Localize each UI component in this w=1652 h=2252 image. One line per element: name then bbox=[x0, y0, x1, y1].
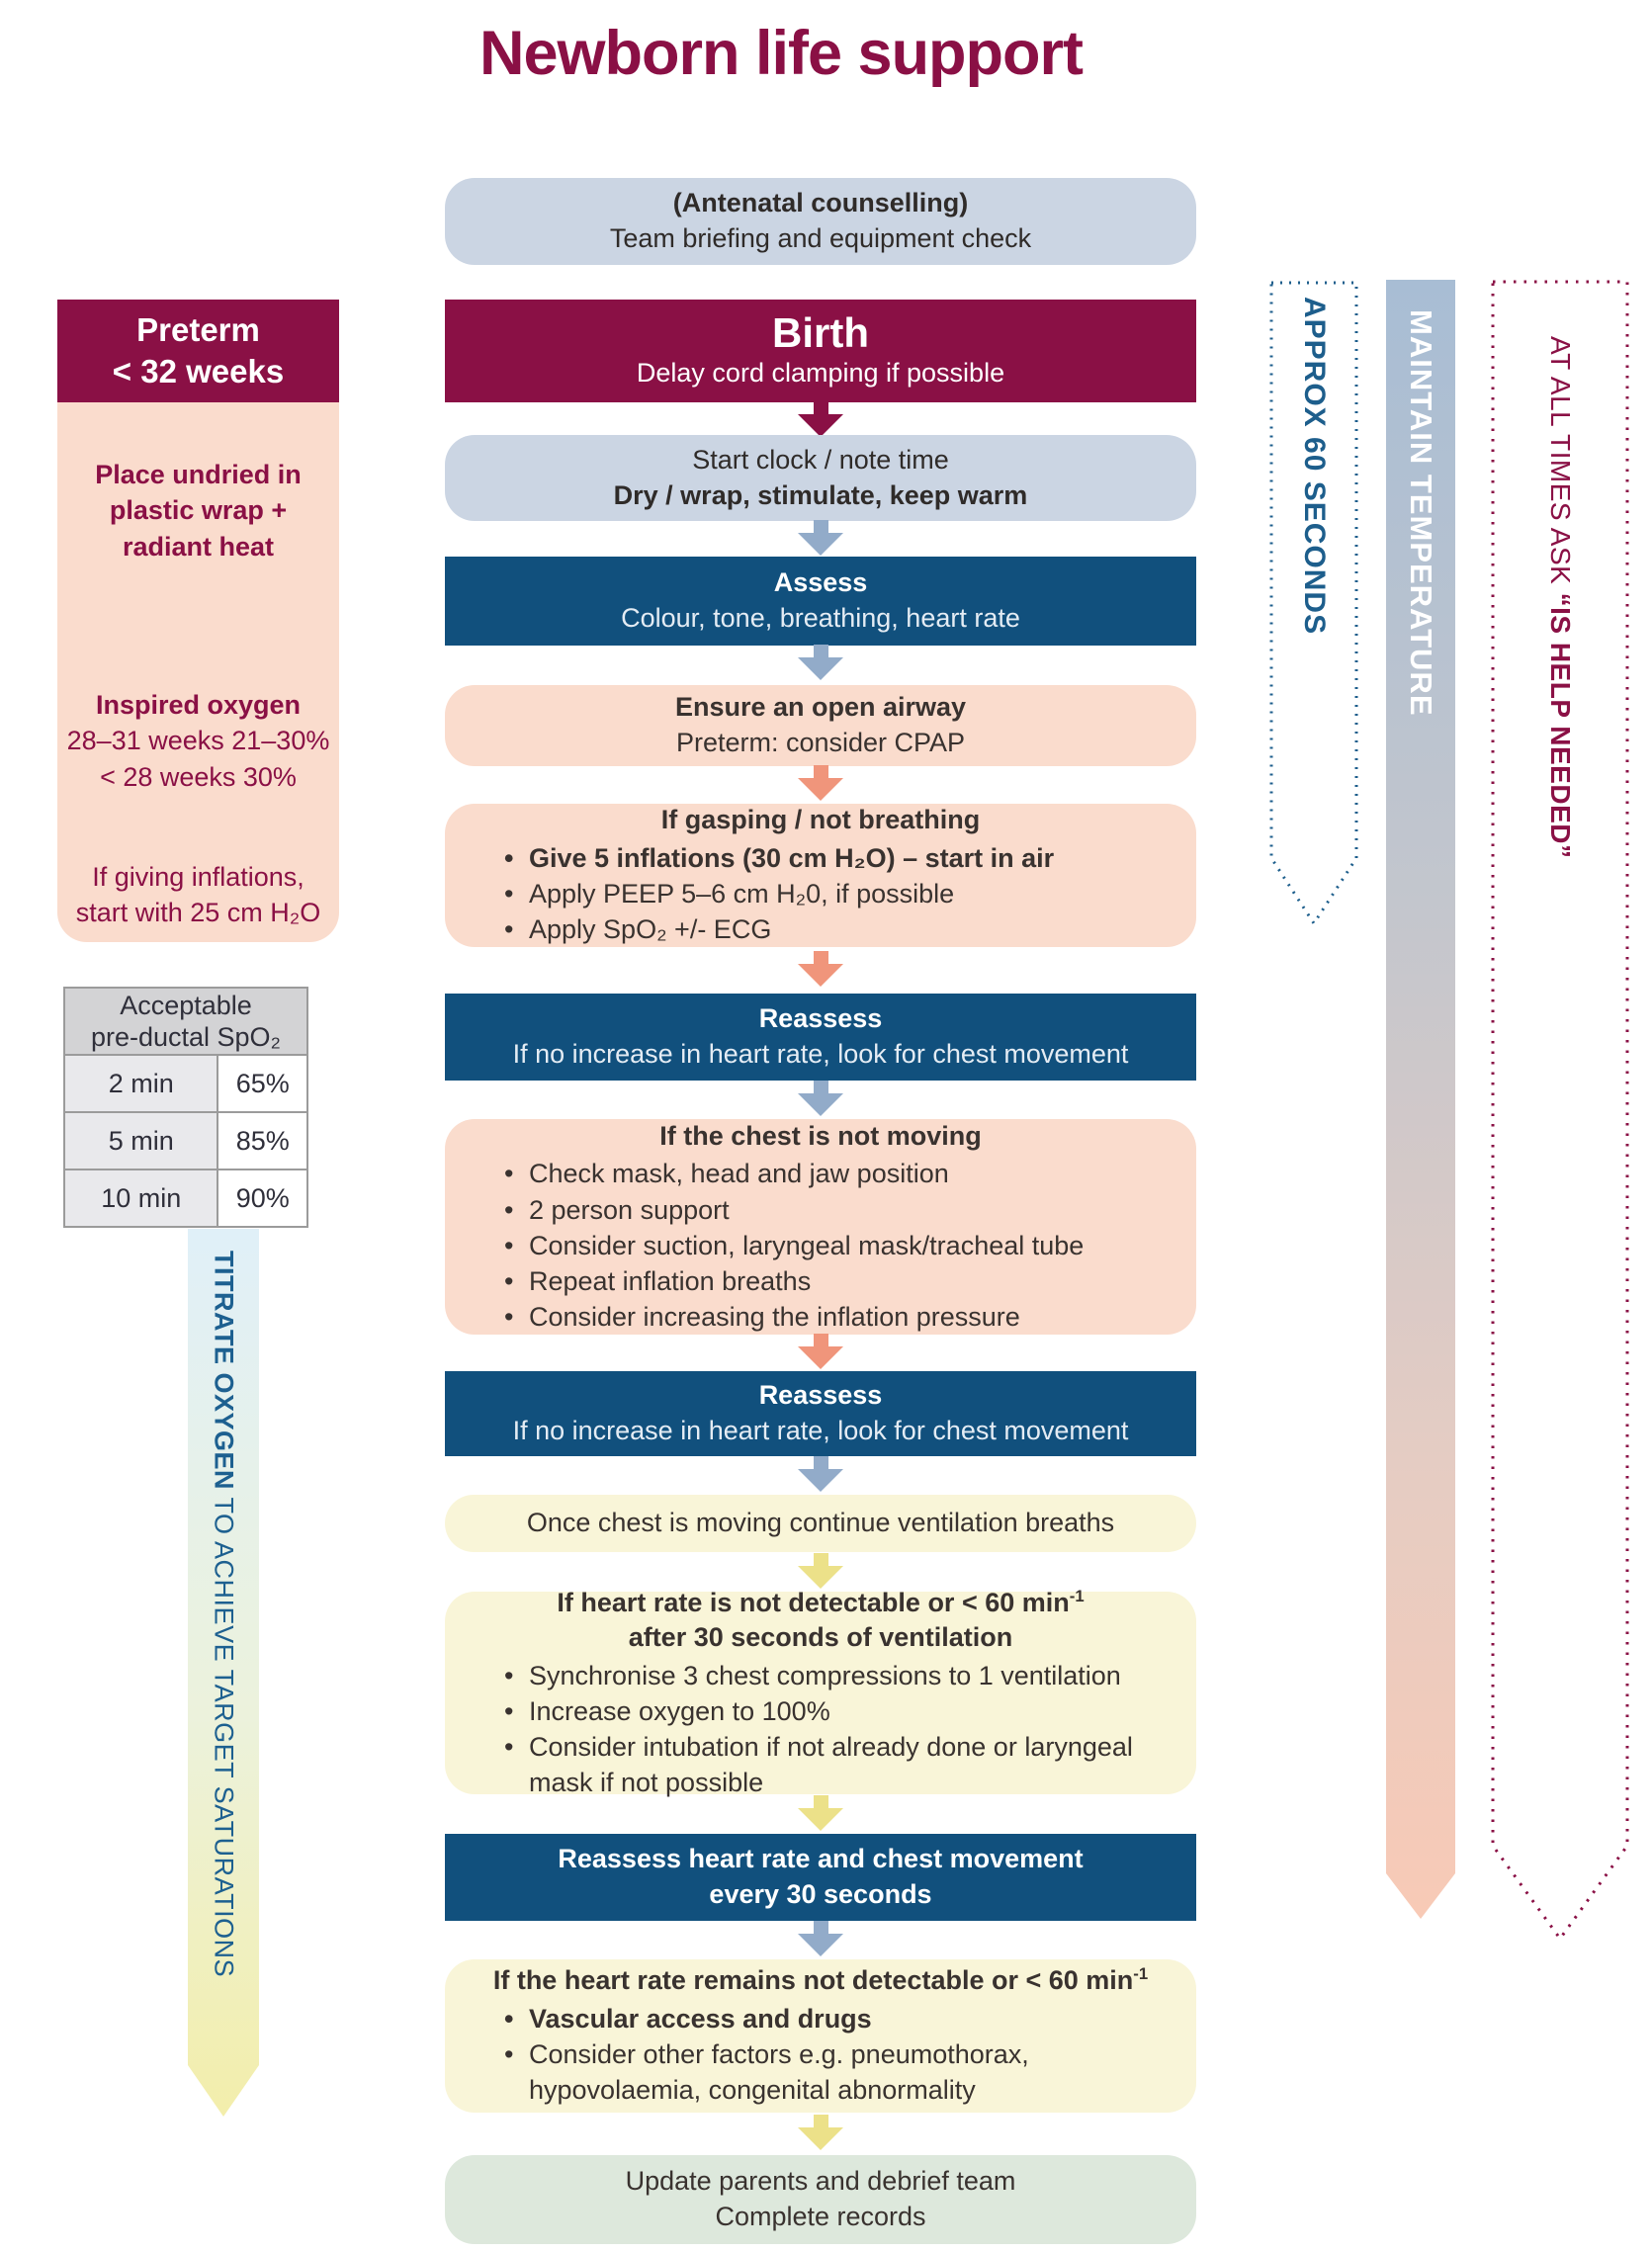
down-arrow-icon bbox=[798, 765, 843, 801]
hr-not-detectable-box: If heart rate is not detectable or < 60 … bbox=[445, 1587, 1196, 1797]
maintain-temperature-label: MAINTAIN TEMPERATURE bbox=[1404, 309, 1438, 717]
hr-remains-bullet: Consider other factors e.g. pneumothorax… bbox=[502, 2036, 1171, 2108]
hr-remains-bullet: Vascular access and drugs bbox=[502, 2001, 1171, 2036]
hr-remains-title: If the heart rate remains not detectable… bbox=[492, 1964, 1149, 1996]
down-arrow-icon bbox=[798, 1795, 843, 1831]
spo2-time-cell: 2 min bbox=[62, 1054, 219, 1113]
gasping-bullet-list: Give 5 inflations (30 cm H₂O) – start in… bbox=[459, 840, 1182, 948]
chest-bullet: Repeat inflation breaths bbox=[502, 1263, 1171, 1299]
down-arrow-icon bbox=[798, 1081, 843, 1116]
update-parents-line2: Complete records bbox=[715, 2202, 926, 2231]
reassess2-title: Reassess bbox=[758, 1380, 883, 1411]
preterm-panel: Place undried in plastic wrap + radiant … bbox=[57, 402, 339, 942]
titrate-oxygen-label: TITRATE OXYGEN TO ACHIEVE TARGET SATURAT… bbox=[209, 1251, 239, 1978]
is-help-needed-arrow: AT ALL TIMES ASK “IS HELP NEEDED” bbox=[1491, 336, 1629, 1562]
reassess1-title: Reassess bbox=[758, 1003, 883, 1034]
preterm-inflations-text: If giving inflations, start with 25 cm H… bbox=[75, 862, 321, 928]
assess-box: Assess Colour, tone, breathing, heart ra… bbox=[445, 557, 1196, 646]
hr-not-detectable-bullet-list: Synchronise 3 chest compressions to 1 ve… bbox=[459, 1658, 1182, 1801]
chest-bullet: 2 person support bbox=[502, 1192, 1171, 1228]
down-arrow-icon bbox=[798, 1334, 843, 1369]
gasping-box: If gasping / not breathing Give 5 inflat… bbox=[445, 804, 1196, 948]
once-chest-text: Once chest is moving continue ventilatio… bbox=[526, 1508, 1115, 1538]
gasping-bullet: Give 5 inflations (30 cm H₂O) – start in… bbox=[502, 840, 1171, 876]
spo2-table: Acceptable pre-ductal SpO₂ 2 min 65% 5 m… bbox=[62, 987, 308, 1228]
down-arrow-icon bbox=[798, 951, 843, 987]
start-clock-line1: Start clock / note time bbox=[692, 444, 949, 475]
chest-bullet: Consider increasing the inflation pressu… bbox=[502, 1299, 1171, 1335]
reassess-30s-box: Reassess heart rate and chest movement e… bbox=[445, 1834, 1196, 1921]
birth-title: Birth bbox=[772, 309, 869, 357]
hr-not-detectable-title2: after 30 seconds of ventilation bbox=[628, 1622, 1013, 1653]
reassess-box-1: Reassess If no increase in heart rate, l… bbox=[445, 994, 1196, 1081]
titrate-oxygen-arrow: TITRATE OXYGEN TO ACHIEVE TARGET SATURAT… bbox=[188, 1229, 259, 2117]
is-help-needed-outline bbox=[1491, 280, 1629, 1942]
spo2-time-cell: 5 min bbox=[62, 1111, 219, 1170]
once-chest-moving-box: Once chest is moving continue ventilatio… bbox=[445, 1495, 1196, 1552]
hr-remains-bullet-list: Vascular access and drugs Consider other… bbox=[459, 2001, 1182, 2109]
birth-box: Birth Delay cord clamping if possible bbox=[445, 300, 1196, 402]
down-arrow-icon bbox=[798, 401, 843, 437]
preterm-oxygen-text: Inspired oxygen 28–31 weeks 21–30% < 28 … bbox=[66, 690, 330, 792]
chest-not-moving-bullet-list: Check mask, head and jaw position 2 pers… bbox=[459, 1156, 1182, 1335]
down-arrow-icon bbox=[798, 1553, 843, 1589]
spo2-header-row: Acceptable pre-ductal SpO₂ bbox=[63, 987, 308, 1056]
start-clock-box: Start clock / note time Dry / wrap, stim… bbox=[445, 435, 1196, 521]
gasping-bullet: Apply SpO₂ +/- ECG bbox=[502, 911, 1171, 947]
reassess-30s-line1: Reassess heart rate and chest movement bbox=[558, 1844, 1084, 1874]
reassess2-subtitle: If no increase in heart rate, look for c… bbox=[512, 1416, 1129, 1445]
hr-bullet: Increase oxygen to 100% bbox=[502, 1693, 1171, 1729]
start-clock-line2: Dry / wrap, stimulate, keep warm bbox=[613, 479, 1028, 510]
open-airway-subtitle: Preterm: consider CPAP bbox=[675, 728, 966, 757]
preterm-wrap-text: Place undried in plastic wrap + radiant … bbox=[95, 460, 302, 562]
down-arrow-icon bbox=[798, 1921, 843, 1956]
spo2-value-cell: 90% bbox=[217, 1169, 308, 1228]
down-arrow-icon bbox=[798, 520, 843, 556]
assess-title: Assess bbox=[773, 567, 868, 598]
antenatal-line2: Team briefing and equipment check bbox=[609, 223, 1032, 253]
chest-not-moving-title: If the chest is not moving bbox=[659, 1120, 982, 1151]
approx-60-seconds-arrow: APPROX 60 SECONDS bbox=[1269, 297, 1358, 850]
reassess-box-2: Reassess If no increase in heart rate, l… bbox=[445, 1371, 1196, 1456]
hr-bullet: Synchronise 3 chest compressions to 1 ve… bbox=[502, 1658, 1171, 1693]
down-arrow-icon bbox=[798, 645, 843, 680]
table-row: 2 min 65% bbox=[62, 1054, 308, 1113]
hr-not-detectable-title1: If heart rate is not detectable or < 60 … bbox=[557, 1586, 1085, 1617]
preterm-header-line2: < 32 weeks bbox=[112, 353, 285, 390]
is-help-needed-label: AT ALL TIMES ASK “IS HELP NEEDED” bbox=[1545, 336, 1576, 859]
hr-bullet: Consider intubation if not already done … bbox=[502, 1729, 1171, 1800]
chest-bullet: Check mask, head and jaw position bbox=[502, 1156, 1171, 1191]
preterm-header: Preterm < 32 weeks bbox=[57, 300, 339, 402]
chest-not-moving-box: If the chest is not moving Check mask, h… bbox=[445, 1119, 1196, 1335]
hr-remains-box: If the heart rate remains not detectable… bbox=[445, 1959, 1196, 2113]
antenatal-line1: (Antenatal counselling) bbox=[672, 188, 969, 218]
approx-60-seconds-label: APPROX 60 SECONDS bbox=[1298, 297, 1331, 636]
gasping-bullet: Apply PEEP 5–6 cm H₂0, if possible bbox=[502, 876, 1171, 911]
spo2-value-cell: 65% bbox=[217, 1054, 308, 1113]
down-arrow-icon bbox=[798, 2115, 843, 2150]
birth-subtitle: Delay cord clamping if possible bbox=[636, 358, 1005, 389]
reassess1-subtitle: If no increase in heart rate, look for c… bbox=[512, 1039, 1129, 1069]
down-arrow-icon bbox=[798, 1456, 843, 1492]
table-row: 10 min 90% bbox=[62, 1169, 308, 1228]
assess-subtitle: Colour, tone, breathing, heart rate bbox=[621, 603, 1020, 633]
update-parents-line1: Update parents and debrief team bbox=[625, 2166, 1016, 2197]
table-row: 5 min 85% bbox=[62, 1111, 308, 1170]
antenatal-counselling-box: (Antenatal counselling) Team briefing an… bbox=[445, 178, 1196, 265]
open-airway-title: Ensure an open airway bbox=[674, 692, 967, 723]
spo2-time-cell: 10 min bbox=[62, 1169, 219, 1228]
update-parents-box: Update parents and debrief team Complete… bbox=[445, 2155, 1196, 2244]
open-airway-box: Ensure an open airway Preterm: consider … bbox=[445, 685, 1196, 766]
spo2-table-header: Acceptable pre-ductal SpO₂ bbox=[63, 987, 308, 1056]
maintain-temperature-arrow: MAINTAIN TEMPERATURE bbox=[1386, 280, 1455, 1919]
chest-bullet: Consider suction, laryngeal mask/trachea… bbox=[502, 1228, 1171, 1263]
spo2-value-cell: 85% bbox=[217, 1111, 308, 1170]
gasping-title: If gasping / not breathing bbox=[660, 805, 981, 835]
reassess-30s-line2: every 30 seconds bbox=[709, 1879, 932, 1909]
preterm-header-line1: Preterm bbox=[136, 310, 260, 348]
page-title: Newborn life support bbox=[479, 19, 1084, 88]
